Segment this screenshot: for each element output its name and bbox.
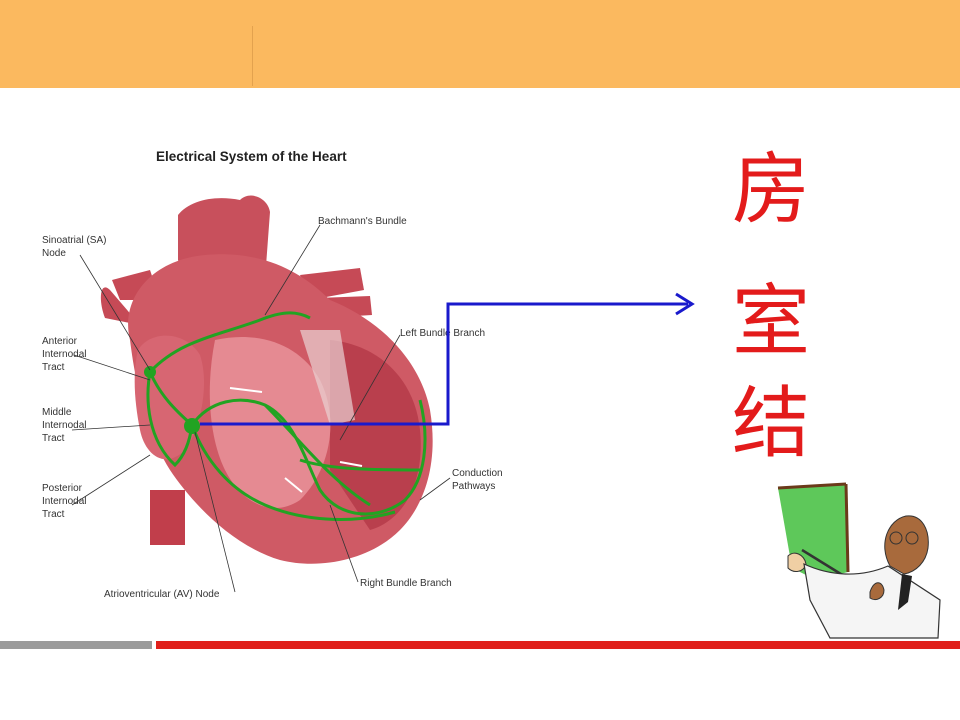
label-bachmann-bundle: Bachmann's Bundle <box>318 216 407 227</box>
footer-bar-gray <box>0 641 152 649</box>
label-av-node: Atrioventricular (AV) Node <box>104 589 220 600</box>
label-posterior-tract: Posterior Internodal Tract <box>42 483 87 520</box>
footer-bar-red <box>156 641 960 649</box>
label-conduction-pathways: Conduction Pathways <box>452 468 503 492</box>
label-right-bundle-branch: Right Bundle Branch <box>360 578 452 589</box>
header-divider <box>252 26 253 86</box>
chinese-char-jie: 结 <box>732 379 811 469</box>
chinese-char-shi: 室 <box>732 277 811 367</box>
label-anterior-tract: Anterior Internodal Tract <box>42 336 87 373</box>
inferior-vena-cava <box>150 490 185 545</box>
left-ventricle-wall <box>330 340 421 530</box>
label-left-bundle-branch: Left Bundle Branch <box>400 328 486 339</box>
valve-fibers <box>300 330 355 425</box>
sa-node <box>144 366 156 378</box>
label-sa-node: Sinoatrial (SA) Node <box>42 235 107 259</box>
chinese-char-fang: 房 <box>732 145 811 235</box>
av-node <box>184 418 200 434</box>
flow-arrows <box>229 387 363 493</box>
label-middle-tract: Middle Internodal Tract <box>42 407 87 444</box>
teacher-pointing-at-board-icon <box>777 482 941 639</box>
diagram-title: Electrical System of the Heart <box>156 149 347 164</box>
header-bar <box>0 0 960 88</box>
